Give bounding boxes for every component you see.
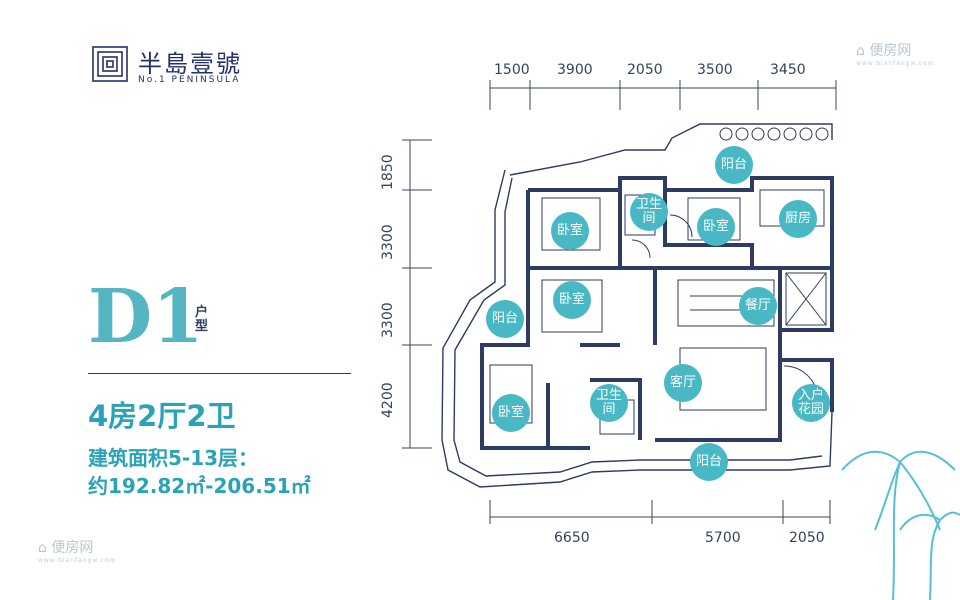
room-living: 客厅 <box>664 364 702 402</box>
layout-summary: 4房2厅2卫 <box>88 399 236 433</box>
balcony-rails <box>441 123 833 488</box>
palm-tree-decoration <box>841 450 960 600</box>
brand-logo: 半島壹號 No.1 PENINSULA <box>92 44 272 94</box>
room-bathroom-top: 卫生间 <box>630 193 668 231</box>
room-balcony-bottom: 阳台 <box>690 443 728 481</box>
room-dining: 餐厅 <box>739 287 777 325</box>
dim-left-1: 1850 <box>380 154 396 190</box>
watermark-text: 便房网 <box>51 540 94 556</box>
dim-top-2: 3900 <box>557 62 593 78</box>
dim-top-5: 3450 <box>770 62 806 78</box>
watermark-tagline: www.bianfangw.com <box>38 557 117 564</box>
unit-word: 户型 <box>195 305 209 335</box>
dim-bottom-2: 5700 <box>705 530 741 546</box>
brand-name-cn: 半島壹號 <box>138 50 242 78</box>
dim-top-1: 1500 <box>494 62 530 78</box>
maze-logo-icon <box>92 46 128 82</box>
room-bedroom-top-left: 卧室 <box>551 212 589 250</box>
dim-left-2: 3300 <box>380 224 396 260</box>
plant-decorations <box>719 127 829 141</box>
dim-left-4: 4200 <box>380 382 396 418</box>
unit-word-text: 户型 <box>195 305 209 335</box>
dimension-lines <box>402 80 837 524</box>
watermark-house-icon: ⌂ <box>856 43 865 59</box>
dim-top-3: 2050 <box>627 62 663 78</box>
room-entry-garden: 入户花园 <box>792 384 830 422</box>
room-bedroom-top-mid: 卧室 <box>697 208 735 246</box>
watermark-text: 便房网 <box>869 43 912 59</box>
walls <box>480 176 834 450</box>
room-bathroom-bottom: 卫生间 <box>590 384 628 422</box>
area-range: 约192.82㎡-206.51㎡ <box>88 474 311 498</box>
watermark-house-icon: ⌂ <box>38 540 47 556</box>
watermark-tagline: www.bianfangw.com <box>856 60 935 67</box>
room-kitchen: 厨房 <box>779 200 817 238</box>
brand-name-en: No.1 PENINSULA <box>138 75 241 85</box>
room-balcony-left: 阳台 <box>486 300 524 338</box>
watermark-bottom-left: ⌂ 便房网 www.bianfangw.com <box>38 537 117 564</box>
area-floors: 建筑面积5-13层： <box>88 446 259 470</box>
room-bedroom-mid-left: 卧室 <box>553 281 591 319</box>
unit-code: D1 <box>88 274 204 360</box>
room-balcony-top: 阳台 <box>715 146 753 184</box>
dim-bottom-3: 2050 <box>789 530 825 546</box>
dim-bottom-1: 6650 <box>554 530 590 546</box>
room-bedroom-bottom-left: 卧室 <box>492 394 530 432</box>
dim-top-4: 3500 <box>697 62 733 78</box>
watermark-top-right: ⌂ 便房网 www.bianfangw.com <box>856 40 935 67</box>
dim-left-3: 3300 <box>380 302 396 338</box>
info-divider <box>88 373 351 374</box>
